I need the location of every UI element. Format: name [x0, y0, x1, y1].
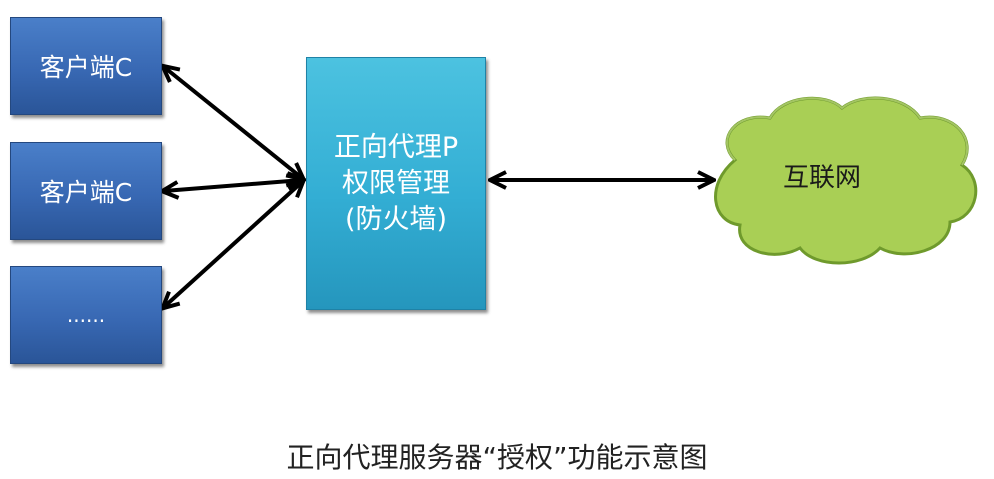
proxy-note: (防火墙): [344, 203, 448, 235]
client-label-2: 客户端C: [39, 178, 133, 207]
arrow-client2-proxy: [164, 180, 302, 191]
proxy-title: 正向代理P: [333, 131, 459, 163]
arrow-client3-proxy: [164, 182, 302, 307]
client-box-2: 客户端C: [10, 142, 162, 240]
proxy-server-box: 正向代理P 权限管理 (防火墙): [306, 57, 486, 310]
client-box-1: 客户端C: [10, 17, 162, 115]
diagram-caption: 正向代理服务器“授权”功能示意图: [286, 441, 708, 474]
internet-label: 互联网: [782, 163, 861, 193]
client-label-1: 客户端C: [39, 53, 133, 82]
internet-cloud-icon: [714, 96, 978, 265]
client-label-3: ......: [66, 303, 106, 327]
arrow-client1-proxy: [164, 67, 302, 178]
client-box-3: ......: [10, 266, 162, 364]
proxy-subtitle: 权限管理: [342, 167, 450, 199]
